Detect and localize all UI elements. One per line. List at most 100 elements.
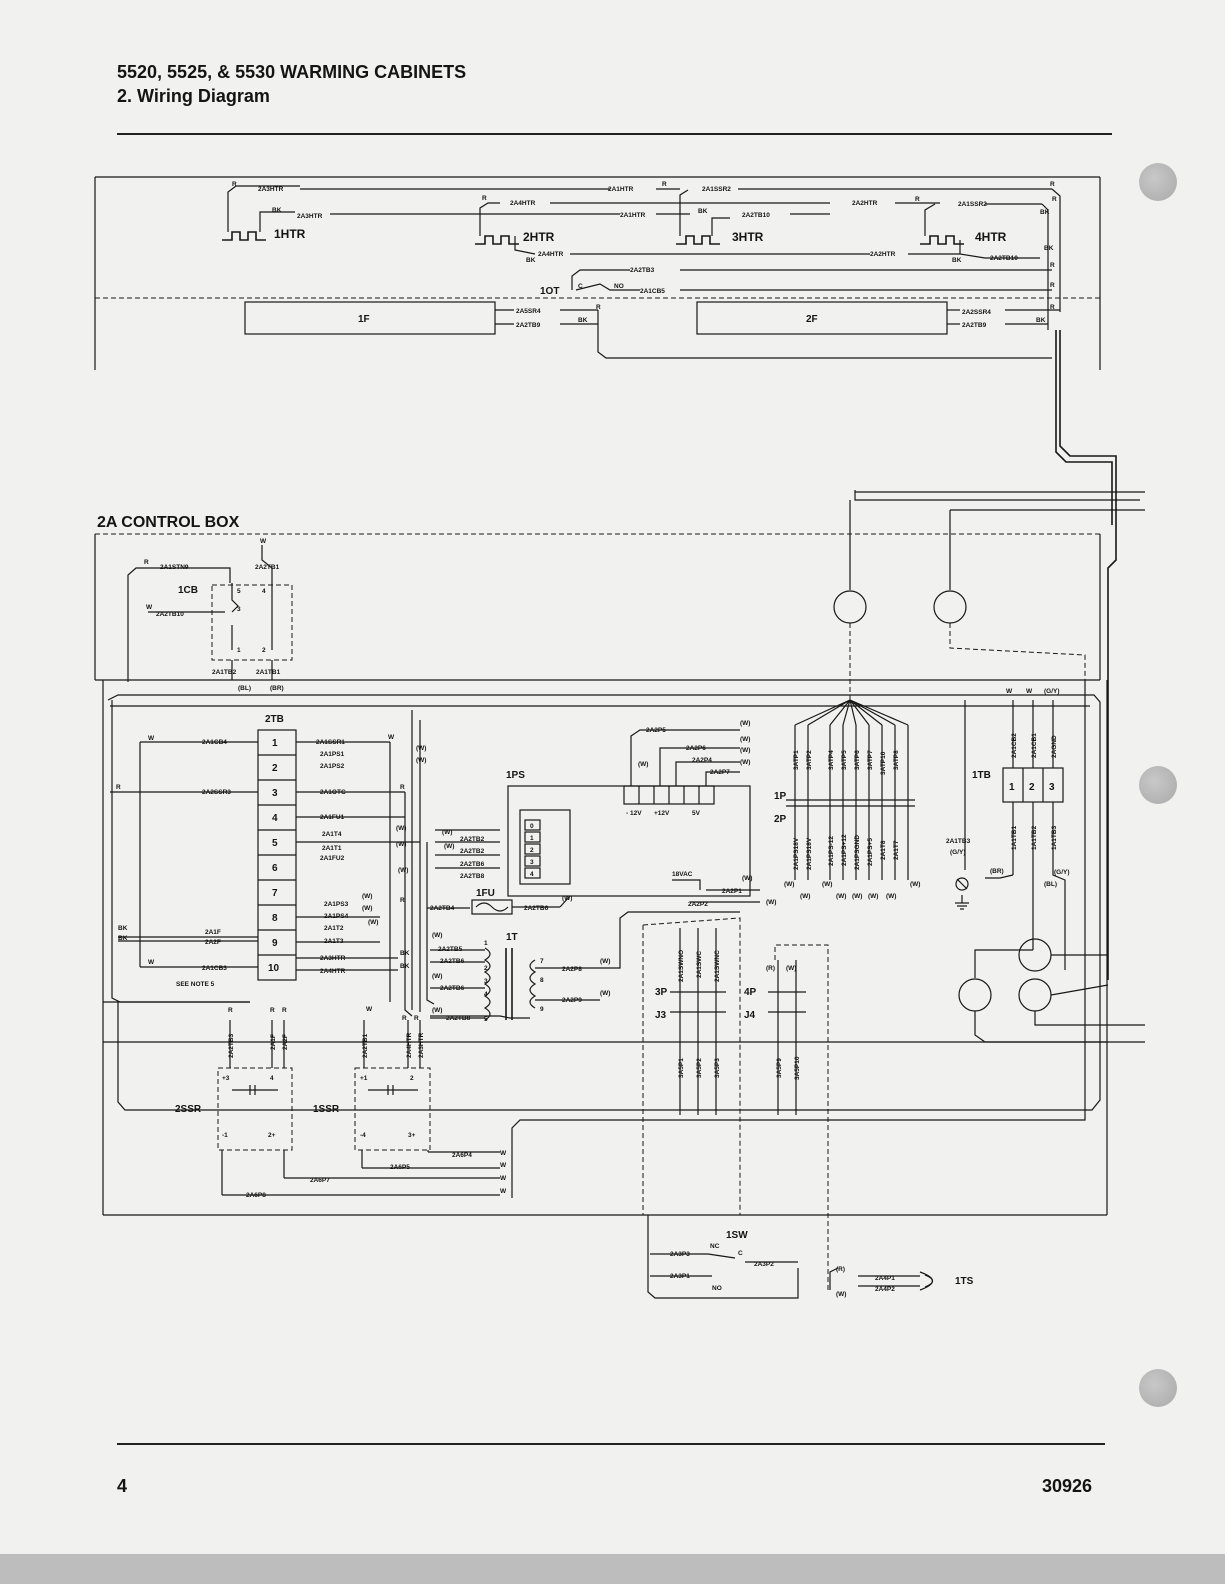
svg-text:(W): (W): [362, 905, 372, 912]
control-harness: [103, 694, 1101, 1019]
svg-text:2A2TB9: 2A2TB9: [962, 322, 987, 329]
svg-text:3ATP10: 3ATP10: [880, 751, 887, 775]
temp-sensor-1ts: 2A4P1 2A4P2 1TS (R) (W): [829, 1266, 974, 1298]
svg-text:(W): (W): [766, 899, 776, 906]
svg-text:1T: 1T: [506, 932, 518, 943]
svg-text:1P: 1P: [774, 791, 787, 802]
svg-text:2A1CB2: 2A1CB2: [1011, 733, 1018, 758]
svg-text:1OT: 1OT: [540, 286, 559, 297]
svg-text:R: R: [1050, 282, 1055, 289]
svg-text:W: W: [148, 735, 155, 742]
svg-text:3ATP4: 3ATP4: [828, 750, 835, 770]
svg-text:2A2F: 2A2F: [205, 939, 221, 946]
svg-text:2A2F: 2A2F: [282, 1034, 289, 1050]
heater-wiring: [227, 185, 1061, 330]
svg-text:2A2TB6: 2A2TB6: [460, 861, 485, 868]
svg-text:(W): (W): [836, 1291, 846, 1298]
svg-text:3P: 3P: [655, 987, 668, 998]
svg-text:2A1SSR2: 2A1SSR2: [958, 201, 987, 208]
svg-text:R: R: [915, 196, 920, 203]
svg-text:2A1T1: 2A1T1: [322, 845, 342, 852]
svg-text:1: 1: [530, 835, 534, 842]
connector-1p-2p: 1P 2P 3ATP1 3ATP2 3ATP4 3ATP5 3ATP6 3ATP…: [774, 699, 920, 900]
svg-text:4: 4: [262, 588, 266, 595]
svg-text:(W): (W): [600, 958, 610, 965]
svg-text:2A1TB2: 2A1TB2: [212, 669, 237, 676]
svg-text:(BL): (BL): [238, 685, 251, 692]
ground-icon: [955, 877, 969, 910]
terminal-block-2tb: 2TB 1 2 3 4 5 6 7 8 9 10 2A1CB4 2A2SSR3 …: [110, 700, 426, 1013]
svg-text:2A1F: 2A1F: [205, 929, 221, 936]
page-subtitle: 2. Wiring Diagram: [117, 86, 270, 106]
svg-text:(W): (W): [740, 747, 750, 754]
svg-text:(W): (W): [362, 893, 372, 900]
svg-text:2A1T4: 2A1T4: [322, 831, 342, 838]
svg-text:C: C: [578, 283, 583, 290]
svg-text:2A3P2: 2A3P2: [754, 1261, 774, 1268]
svg-text:2TB: 2TB: [265, 714, 284, 725]
page-number: 4: [117, 1476, 128, 1496]
svg-text:3: 3: [272, 788, 278, 799]
svg-text:W: W: [500, 1175, 507, 1182]
svg-text:2: 2: [530, 847, 534, 854]
svg-text:1FU: 1FU: [476, 888, 495, 899]
svg-text:1SW: 1SW: [726, 1230, 748, 1241]
svg-text:5: 5: [484, 1016, 488, 1023]
svg-text:+12V: +12V: [654, 810, 670, 817]
fan-2f: 2F: [696, 301, 1060, 335]
svg-text:(W): (W): [852, 893, 862, 900]
transformer-1t: 1T 1 2 3 4 5 7 8 9 2A2TB5 2A2TB6 2A2TB6 …: [430, 871, 776, 1023]
svg-text:2A2SSR3: 2A2SSR3: [202, 789, 231, 796]
svg-text:2HTR: 2HTR: [523, 230, 555, 244]
svg-text:18VAC: 18VAC: [672, 871, 693, 878]
svg-text:2A2TB1: 2A2TB1: [255, 564, 280, 571]
svg-text:(G/Y): (G/Y): [1054, 869, 1070, 876]
relay-2ssr: 2SSR +3 4 -1 2+ 2A2TB3 2A1F 2A2F R R R: [175, 1007, 293, 1195]
svg-text:2A1SSR1: 2A1SSR1: [316, 739, 345, 746]
svg-text:1A1TB2: 1A1TB2: [1031, 825, 1038, 850]
svg-text:2A1T8: 2A1T8: [880, 840, 887, 860]
svg-text:(W): (W): [396, 841, 406, 848]
svg-text:2A2TB2: 2A2TB2: [460, 836, 485, 843]
svg-text:2A4HTR: 2A4HTR: [538, 251, 564, 258]
svg-text:R: R: [1052, 196, 1057, 203]
svg-text:2F: 2F: [806, 314, 818, 325]
svg-text:3ATP2: 3ATP2: [806, 750, 813, 770]
svg-text:2: 2: [484, 965, 488, 972]
svg-text:2A6P7: 2A6P7: [310, 1177, 330, 1184]
svg-text:2A1PSGND: 2A1PSGND: [854, 835, 861, 870]
svg-text:2A1HTR: 2A1HTR: [608, 186, 634, 193]
svg-text:2A6P5: 2A6P5: [390, 1164, 410, 1171]
control-box-enclosure: [94, 533, 1108, 1216]
svg-text:(W): (W): [740, 759, 750, 766]
svg-text:2A1HTR: 2A1HTR: [620, 212, 646, 219]
svg-text:0: 0: [530, 823, 534, 830]
svg-text:3: 3: [484, 978, 488, 985]
svg-text:2: 2: [1029, 782, 1035, 793]
svg-text:R: R: [270, 1007, 275, 1014]
svg-text:5: 5: [272, 838, 278, 849]
svg-text:BK: BK: [272, 207, 282, 214]
svg-text:NO: NO: [712, 1285, 722, 1292]
svg-text:3ATP6: 3ATP6: [854, 750, 861, 770]
svg-text:NC: NC: [710, 1243, 720, 1250]
svg-text:-4: -4: [360, 1132, 366, 1139]
svg-text:3A5P1: 3A5P1: [678, 1058, 685, 1078]
svg-text:6: 6: [272, 863, 278, 874]
svg-text:BK: BK: [1040, 209, 1050, 216]
svg-text:2A6P4: 2A6P4: [452, 1152, 472, 1159]
svg-text:2A3HTR: 2A3HTR: [258, 186, 284, 193]
svg-text:1CB: 1CB: [178, 585, 198, 596]
svg-text:BK: BK: [526, 257, 536, 264]
svg-text:7: 7: [272, 888, 278, 899]
svg-text:(G/Y): (G/Y): [1044, 688, 1060, 695]
svg-text:2A1PS18V: 2A1PS18V: [793, 837, 800, 870]
svg-text:2A2TB4: 2A2TB4: [430, 905, 455, 912]
svg-text:BK: BK: [118, 935, 128, 942]
svg-text:3ATP7: 3ATP7: [867, 750, 874, 770]
svg-text:(W): (W): [432, 973, 442, 980]
svg-text:(W): (W): [742, 875, 752, 882]
svg-text:BK: BK: [1044, 245, 1054, 252]
svg-text:2A1PS2: 2A1PS2: [320, 763, 345, 770]
svg-text:3+: 3+: [408, 1132, 416, 1139]
